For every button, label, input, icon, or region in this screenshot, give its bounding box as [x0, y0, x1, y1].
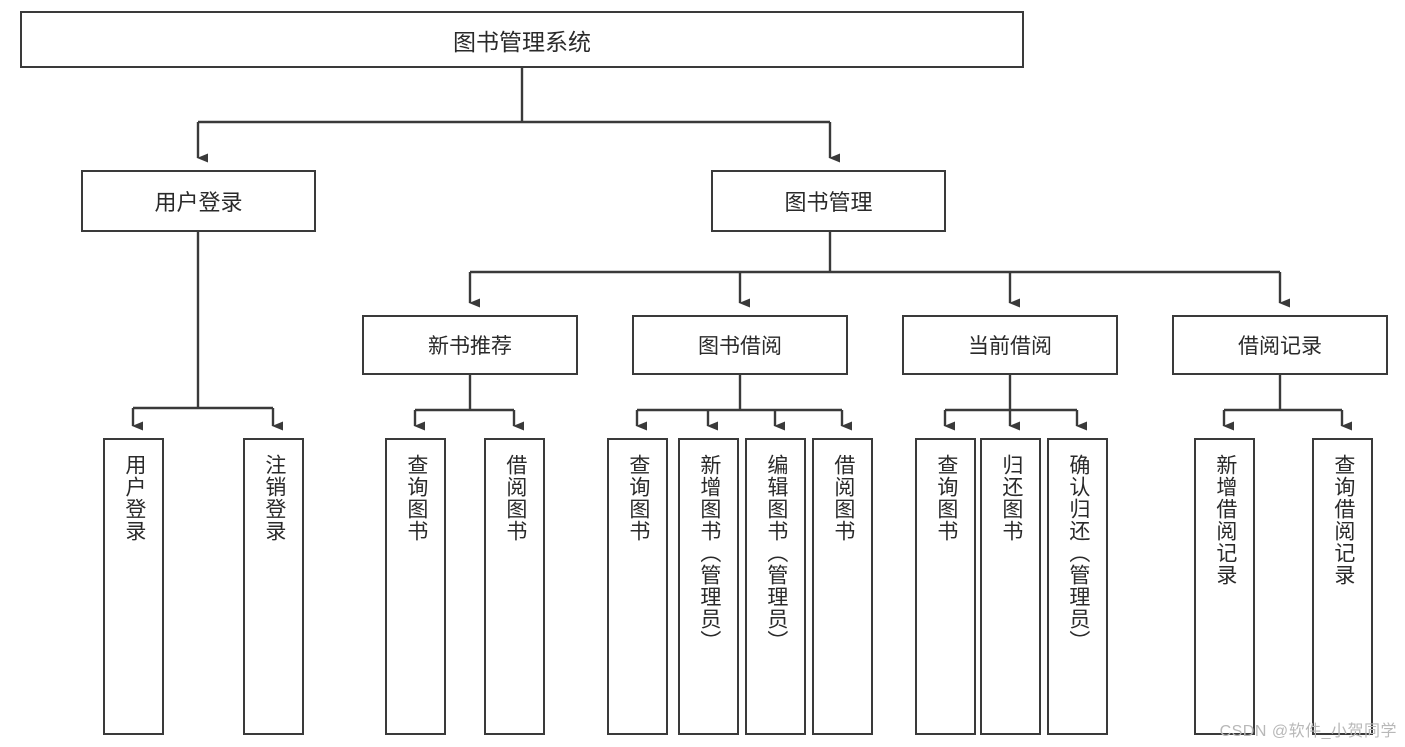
node-borrow-record-label: 借阅记录	[1238, 335, 1322, 358]
leaf-borrow-add-book-label: 新增图书（管理员）	[697, 454, 721, 652]
node-new-book-recommend[interactable]: 新书推荐	[362, 315, 578, 375]
node-current-borrow[interactable]: 当前借阅	[902, 315, 1118, 375]
leaf-borrow-add-book[interactable]: 新增图书（管理员）	[678, 438, 739, 735]
csdn-watermark: CSDN @软件_小贺同学	[1219, 723, 1397, 740]
node-book-management[interactable]: 图书管理	[711, 170, 946, 232]
leaf-borrow-borrow-book[interactable]: 借阅图书	[812, 438, 873, 735]
leaf-recommend-borrow-book[interactable]: 借阅图书	[484, 438, 545, 735]
leaf-borrow-borrow-book-label: 借阅图书	[831, 454, 855, 542]
node-new-book-recommend-label: 新书推荐	[428, 335, 512, 358]
leaf-record-add[interactable]: 新增借阅记录	[1194, 438, 1255, 735]
node-book-borrow-label: 图书借阅	[698, 335, 782, 358]
leaf-user-logout[interactable]: 注销登录	[243, 438, 304, 735]
node-root-label: 图书管理系统	[453, 28, 591, 55]
leaf-borrow-edit-book[interactable]: 编辑图书（管理员）	[745, 438, 806, 735]
leaf-borrow-query-book-label: 查询图书	[626, 454, 650, 542]
node-borrow-record[interactable]: 借阅记录	[1172, 315, 1388, 375]
leaf-record-add-label: 新增借阅记录	[1213, 454, 1237, 586]
leaf-recommend-borrow-book-label: 借阅图书	[503, 454, 527, 542]
node-user-login[interactable]: 用户登录	[81, 170, 316, 232]
leaf-recommend-query-book-label: 查询图书	[404, 454, 428, 542]
node-root[interactable]: 图书管理系统	[20, 11, 1024, 68]
leaf-current-return-book[interactable]: 归还图书	[980, 438, 1041, 735]
leaf-current-return-book-label: 归还图书	[999, 454, 1023, 542]
leaf-user-login-label: 用户登录	[122, 454, 146, 542]
leaf-current-confirm-return-label: 确认归还（管理员）	[1066, 454, 1090, 652]
leaf-user-login[interactable]: 用户登录	[103, 438, 164, 735]
leaf-record-query[interactable]: 查询借阅记录	[1312, 438, 1373, 735]
node-user-login-label: 用户登录	[154, 190, 243, 215]
node-book-management-label: 图书管理	[784, 190, 873, 215]
node-current-borrow-label: 当前借阅	[968, 335, 1052, 358]
leaf-current-query-book[interactable]: 查询图书	[915, 438, 976, 735]
leaf-recommend-query-book[interactable]: 查询图书	[385, 438, 446, 735]
leaf-user-logout-label: 注销登录	[262, 454, 286, 542]
leaf-borrow-edit-book-label: 编辑图书（管理员）	[764, 454, 788, 652]
node-book-borrow[interactable]: 图书借阅	[632, 315, 848, 375]
leaf-current-confirm-return[interactable]: 确认归还（管理员）	[1047, 438, 1108, 735]
leaf-record-query-label: 查询借阅记录	[1331, 454, 1355, 586]
leaf-current-query-book-label: 查询图书	[934, 454, 958, 542]
leaf-borrow-query-book[interactable]: 查询图书	[607, 438, 668, 735]
